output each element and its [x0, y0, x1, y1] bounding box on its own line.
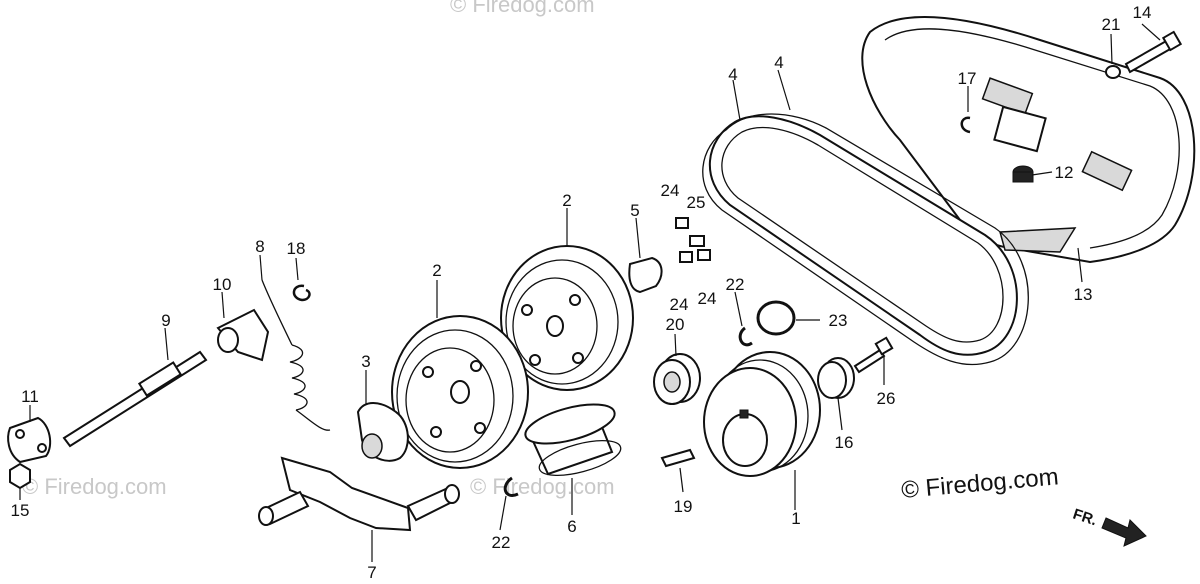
bolts-part-24-25[interactable] [675, 217, 711, 263]
callout-24: 24 [698, 289, 717, 308]
callout-numbers: 1 2 2 3 4 4 5 6 7 8 9 10 11 12 13 14 15 … [11, 3, 1152, 582]
plate-part-5[interactable] [628, 256, 663, 294]
front-direction-marker: FR. [1071, 506, 1147, 547]
nut-part-15[interactable] [9, 462, 31, 490]
callout-5: 5 [630, 201, 639, 220]
spacer-part-16[interactable] [817, 357, 855, 399]
snap-ring-part-23[interactable] [756, 300, 796, 336]
clip-part-17[interactable] [960, 116, 971, 134]
callout-9: 9 [161, 311, 170, 330]
leader-lines [19, 23, 1161, 562]
pulley-part-2-rear[interactable] [500, 245, 634, 391]
callout-15: 15 [11, 501, 30, 520]
spring-part-8[interactable] [261, 279, 331, 431]
washer-part-21[interactable] [1105, 65, 1121, 79]
callout-24: 24 [661, 181, 680, 200]
callout-11: 11 [21, 387, 39, 406]
clip-part-18[interactable] [292, 284, 311, 302]
callout-4: 4 [774, 53, 783, 72]
callout-14: 14 [1133, 3, 1152, 22]
callout-17: 17 [958, 69, 977, 88]
plate-part-11[interactable] [7, 416, 52, 464]
v-belt-part-4[interactable] [702, 113, 1029, 366]
callout-23: 23 [829, 311, 848, 330]
copyright-text: © Firedog.com [900, 463, 1059, 504]
watermark: © Firedog.com [450, 0, 595, 17]
circlip-part-22-upper[interactable] [738, 326, 753, 347]
callout-1: 1 [791, 509, 800, 528]
collar-part-6[interactable] [521, 397, 624, 483]
holder-part-3[interactable] [356, 402, 409, 462]
callout-24: 24 [670, 295, 689, 314]
arrow-right-icon [1101, 517, 1147, 547]
callout-18: 18 [287, 239, 306, 258]
callout-3: 3 [361, 352, 370, 371]
watermark: © Firedog.com [470, 474, 615, 499]
callout-6: 6 [567, 517, 576, 536]
circlip-part-22-lower[interactable] [503, 476, 519, 497]
callout-21: 21 [1102, 15, 1121, 34]
callout-26: 26 [877, 389, 896, 408]
callout-20: 20 [666, 315, 685, 334]
callout-2: 2 [562, 191, 571, 210]
bearing-part-20[interactable] [653, 353, 701, 405]
key-part-19[interactable] [660, 448, 696, 468]
callout-12: 12 [1055, 163, 1074, 182]
grommet-part-12[interactable] [1012, 165, 1034, 183]
shaft-part-9[interactable] [62, 350, 208, 448]
bolt-part-14[interactable] [1124, 30, 1183, 74]
callout-22: 22 [726, 275, 745, 294]
callout-8: 8 [255, 237, 264, 256]
callout-13: 13 [1074, 285, 1093, 304]
callout-7: 7 [367, 563, 376, 582]
callout-22: 22 [492, 533, 511, 552]
drive-pulley-part-1[interactable] [703, 351, 821, 477]
bolt-part-26[interactable] [853, 336, 894, 374]
arm-part-7[interactable] [258, 456, 460, 532]
callout-2: 2 [432, 261, 441, 280]
pulley-part-2-front[interactable] [391, 315, 529, 469]
callout-10: 10 [213, 275, 232, 294]
front-label: FR. [1071, 506, 1099, 530]
callout-25: 25 [687, 193, 706, 212]
callout-19: 19 [674, 497, 693, 516]
callout-16: 16 [835, 433, 854, 452]
bracket-part-10[interactable] [216, 308, 270, 362]
callout-4: 4 [728, 65, 737, 84]
watermark: © Firedog.com [22, 474, 167, 499]
